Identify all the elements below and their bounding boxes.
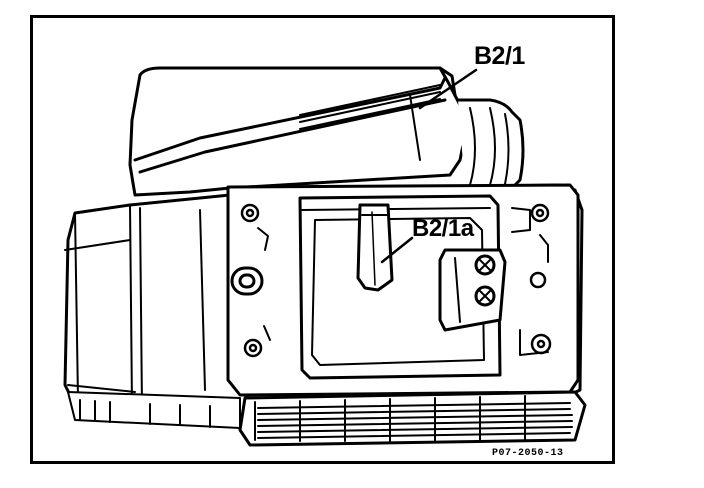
corner-details xyxy=(257,207,549,356)
cover-plate xyxy=(226,183,580,397)
adjustment-bracket xyxy=(438,248,507,332)
mounting-holes xyxy=(240,203,552,358)
callout-b2-1: B2/1 xyxy=(474,42,525,70)
figure-code: P07-2050-13 xyxy=(492,448,564,459)
upper-housing xyxy=(128,66,467,197)
side-slot xyxy=(230,266,264,296)
adjusting-plug xyxy=(356,203,394,292)
base-fins xyxy=(67,391,241,429)
upper-housing-shading xyxy=(299,84,441,130)
lower-grille xyxy=(238,390,587,447)
leader-lines xyxy=(380,68,478,264)
air-inlet-tube xyxy=(456,98,525,190)
callout-b2-1a: B2/1a xyxy=(412,215,474,242)
